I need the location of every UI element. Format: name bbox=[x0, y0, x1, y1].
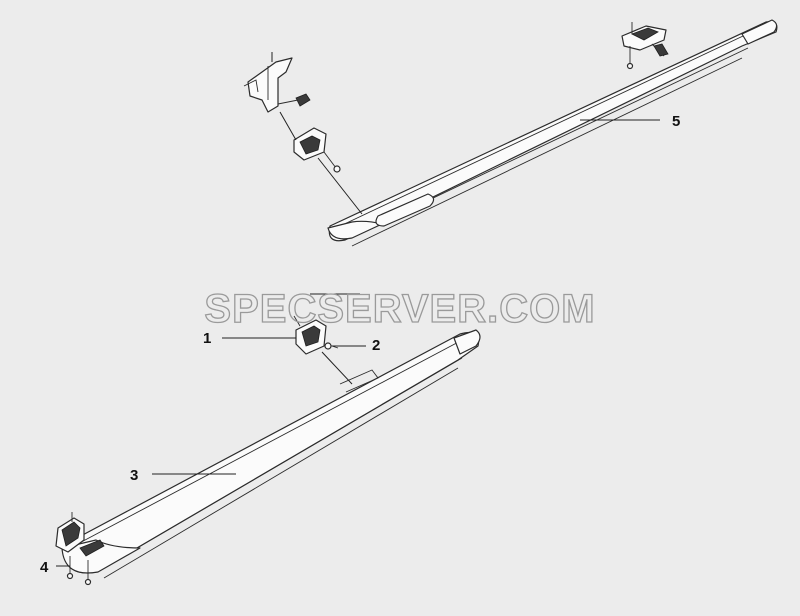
upper-left-bracket bbox=[243, 52, 363, 215]
lower-left-mount-plate bbox=[55, 512, 105, 586]
callout-5: 5 bbox=[580, 113, 680, 130]
lower-step-bar bbox=[61, 329, 481, 579]
callout-label-3: 3 bbox=[130, 467, 138, 484]
upper-right-mount-plate bbox=[621, 22, 669, 70]
callout-label-2: 2 bbox=[372, 337, 380, 354]
callout-label-5: 5 bbox=[672, 113, 680, 130]
lower-upper-clamp bbox=[293, 293, 360, 385]
callout-3: 3 bbox=[130, 467, 236, 484]
watermark-text: SPECSERVER.COM bbox=[204, 287, 595, 331]
callout-label-4: 4 bbox=[40, 559, 49, 576]
callout-label-1: 1 bbox=[203, 330, 211, 347]
upper-step-bar bbox=[327, 19, 778, 247]
callout-2: 2 bbox=[332, 337, 380, 354]
callout-4: 4 bbox=[40, 559, 70, 576]
callout-1: 1 bbox=[203, 330, 296, 347]
